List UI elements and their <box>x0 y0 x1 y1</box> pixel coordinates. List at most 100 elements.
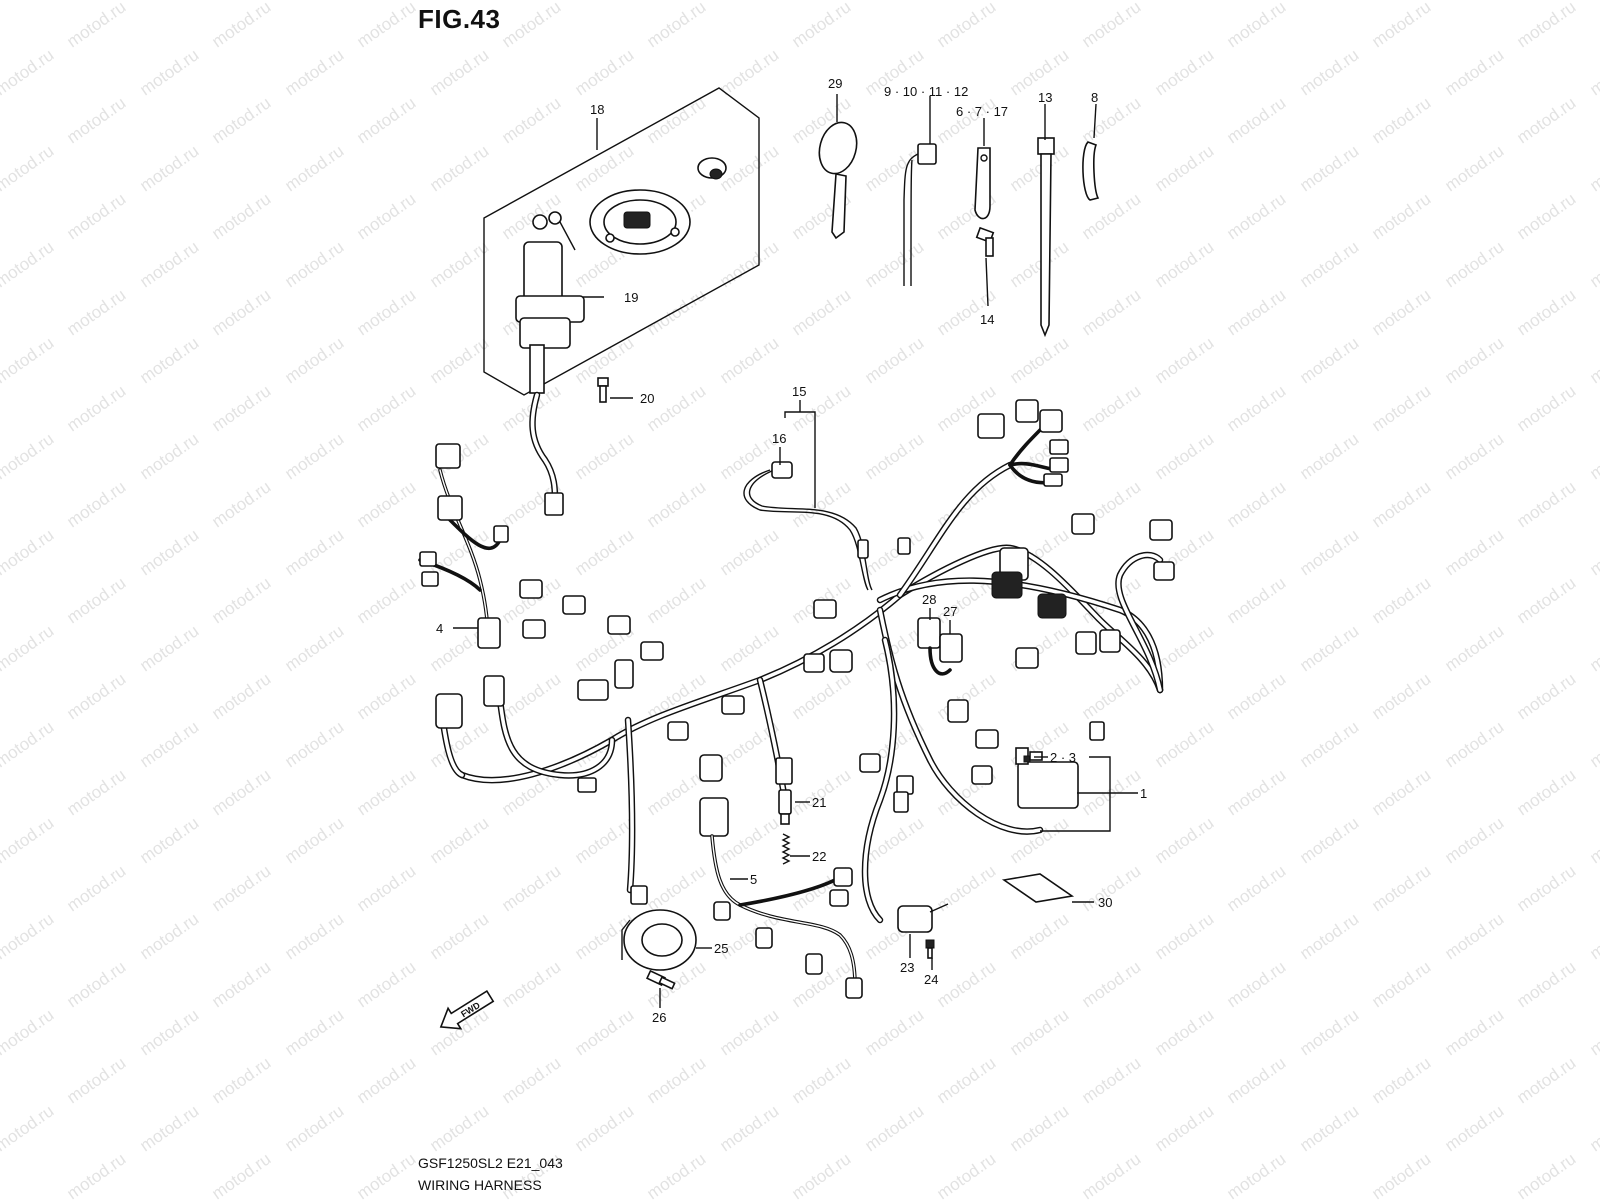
watermark-text: motod.ru <box>63 477 129 531</box>
watermark-text: motod.ru <box>571 45 637 99</box>
watermark-text: motod.ru <box>716 1005 782 1059</box>
watermark-text: motod.ru <box>571 1005 637 1059</box>
watermark-text: motod.ru <box>643 1149 709 1200</box>
watermark-text: motod.ru <box>1223 381 1289 435</box>
watermark-text: motod.ru <box>1441 813 1507 867</box>
watermark-text: motod.ru <box>281 525 347 579</box>
callout-15: 15 <box>792 384 806 399</box>
watermark-text: motod.ru <box>1006 333 1072 387</box>
watermark-text: motod.ru <box>1513 189 1579 243</box>
watermark-text: motod.ru <box>281 45 347 99</box>
ignition-connector <box>544 492 564 516</box>
callout-8: 8 <box>1091 90 1098 105</box>
watermark-text: motod.ru <box>716 525 782 579</box>
watermark-text: motod.ru <box>1006 813 1072 867</box>
watermark-text: motod.ru <box>1006 909 1072 963</box>
watermark-text: motod.ru <box>63 381 129 435</box>
watermark-text: motod.ru <box>208 573 274 627</box>
watermark-text: motod.ru <box>1368 1149 1434 1200</box>
watermark-text: motod.ru <box>1441 717 1507 771</box>
watermark-text: motod.ru <box>426 45 492 99</box>
watermark-text: motod.ru <box>208 189 274 243</box>
watermark-text: motod.ru <box>1441 141 1507 195</box>
watermark-text: motod.ru <box>1513 0 1579 51</box>
watermark-text: motod.ru <box>426 141 492 195</box>
watermark-text: motod.ru <box>0 621 57 675</box>
watermark-text: motod.ru <box>643 285 709 339</box>
callout-21: 21 <box>812 795 826 810</box>
watermark-text: motod.ru <box>1368 0 1434 51</box>
watermark-text: motod.ru <box>643 1053 709 1107</box>
watermark-text: motod.ru <box>498 93 564 147</box>
watermark-text: motod.ru <box>0 45 57 99</box>
horn-25 <box>621 885 697 971</box>
watermark-text: motod.ru <box>933 1053 999 1107</box>
watermark-text: motod.ru <box>281 1005 347 1059</box>
watermark-text: motod.ru <box>1223 573 1289 627</box>
watermark-text: motod.ru <box>63 573 129 627</box>
ignition-switch <box>515 211 585 394</box>
watermark-text: motod.ru <box>1078 669 1144 723</box>
lead-15-16 <box>743 461 873 591</box>
callout-9-12: 9 · 10 · 11 · 12 <box>884 84 968 99</box>
watermark-text: motod.ru <box>1441 1005 1507 1059</box>
callout-27: 27 <box>943 604 957 619</box>
watermark-text: motod.ru <box>136 813 202 867</box>
watermark-text: motod.ru <box>1513 93 1579 147</box>
watermark-text: motod.ru <box>1078 285 1144 339</box>
watermark-text: motod.ru <box>1006 1101 1072 1155</box>
watermark-text: motod.ru <box>1223 669 1289 723</box>
clip-8 <box>1082 141 1100 201</box>
watermark-text: motod.ru <box>1151 717 1217 771</box>
watermark-text: motod.ru <box>208 285 274 339</box>
watermark-text: motod.ru <box>281 0 347 3</box>
watermark-text: motod.ru <box>1368 669 1434 723</box>
watermark-text: motod.ru <box>281 909 347 963</box>
watermark-text: motod.ru <box>1296 429 1362 483</box>
key-29 <box>818 121 858 240</box>
watermark-text: motod.ru <box>1223 1053 1289 1107</box>
watermark-text: motod.ru <box>643 477 709 531</box>
watermark-text: motod.ru <box>208 381 274 435</box>
watermark-text: motod.ru <box>1151 0 1217 3</box>
watermark-text: motod.ru <box>1441 237 1507 291</box>
callout-2-3: 2 · 3 <box>1050 750 1076 765</box>
watermark-text: motod.ru <box>1441 621 1507 675</box>
watermark-text: motod.ru <box>1223 477 1289 531</box>
watermark-text: motod.ru <box>136 1005 202 1059</box>
watermark-text: motod.ru <box>1368 573 1434 627</box>
callout-24: 24 <box>924 972 938 987</box>
watermark-text: motod.ru <box>1296 1005 1362 1059</box>
watermark-text: motod.ru <box>136 1101 202 1155</box>
watermark-text: motod.ru <box>571 813 637 867</box>
watermark-text: motod.ru <box>353 957 419 1011</box>
watermark-text: motod.ru <box>1151 1005 1217 1059</box>
callout-20: 20 <box>640 391 654 406</box>
watermark-text: motod.ru <box>643 669 709 723</box>
watermark-text: motod.ru <box>1151 45 1217 99</box>
switch-23 <box>897 903 949 933</box>
bolt-20 <box>597 377 609 403</box>
watermark-text: motod.ru <box>1078 957 1144 1011</box>
watermark-text: motod.ru <box>0 813 57 867</box>
watermark-text: motod.ru <box>1586 45 1600 99</box>
watermark-text: motod.ru <box>933 93 999 147</box>
watermark-text: motod.ru <box>63 861 129 915</box>
screw-24 <box>925 939 935 959</box>
watermark-text: motod.ru <box>1223 93 1289 147</box>
callout-14: 14 <box>980 312 994 327</box>
watermark-text: motod.ru <box>1368 189 1434 243</box>
watermark-text: motod.ru <box>643 573 709 627</box>
watermark-text: motod.ru <box>426 813 492 867</box>
watermark-text: motod.ru <box>426 0 492 3</box>
clamp-6-7-17 <box>974 147 991 220</box>
callout-22: 22 <box>812 849 826 864</box>
watermark-text: motod.ru <box>861 429 927 483</box>
watermark-text: motod.ru <box>571 141 637 195</box>
watermark-text: motod.ru <box>63 285 129 339</box>
watermark-text: motod.ru <box>208 1053 274 1107</box>
watermark-text: motod.ru <box>1296 717 1362 771</box>
watermark-text: motod.ru <box>0 525 57 579</box>
watermark-text: motod.ru <box>281 621 347 675</box>
watermark-text: motod.ru <box>1586 1101 1600 1155</box>
